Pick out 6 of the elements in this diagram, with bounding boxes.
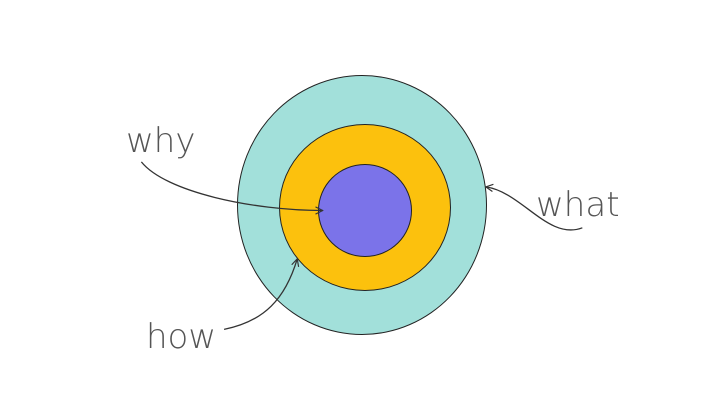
- arrow: [485, 184, 582, 230]
- arrow: [224, 258, 299, 330]
- word-label: why: [122, 122, 200, 160]
- word-label: how: [142, 318, 220, 356]
- word-label: what: [532, 186, 624, 224]
- arrow: [140, 161, 324, 215]
